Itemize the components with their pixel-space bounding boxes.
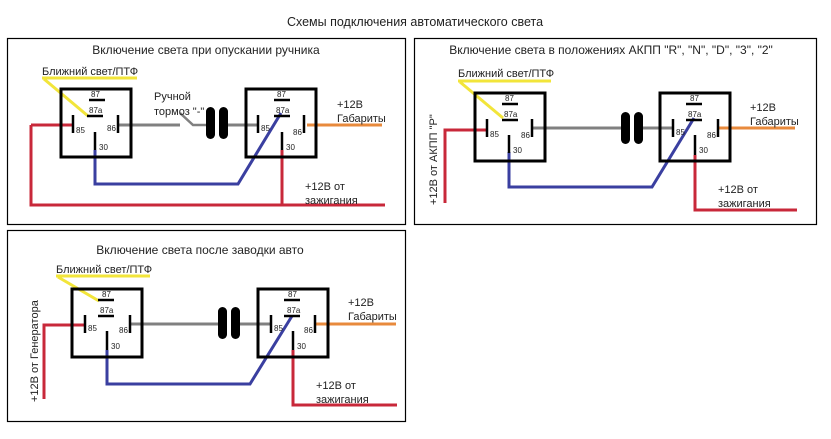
connector-left — [621, 112, 630, 144]
pin-label-87a: 87a — [276, 106, 290, 115]
switch-label-line2: тормоз "-" — [154, 106, 204, 118]
connector-right — [219, 107, 228, 139]
pin-label-87a: 87a — [100, 306, 114, 315]
ignition-label-line1: +12В от — [305, 181, 345, 193]
relay-left: 87 87a 85 86 30 — [473, 91, 547, 163]
pin-label-30: 30 — [699, 146, 708, 155]
output-label-line2: Габариты — [337, 113, 386, 125]
red-wire-ignition — [291, 350, 397, 407]
red-wire-ignition — [29, 125, 385, 207]
ignition-label-line2: зажигания — [305, 195, 358, 207]
ignition-label-line2: зажигания — [718, 198, 771, 210]
red-wire-source — [443, 128, 487, 203]
main-title: Схемы подключения автоматического света — [287, 15, 543, 29]
pin-label-87: 87 — [288, 290, 297, 299]
panel-transmission: Включение света в положениях АКПП "R", "… — [413, 37, 818, 226]
yellow-wire-label: Ближний свет/ПТФ — [458, 68, 554, 80]
pin-label-87a: 87a — [287, 306, 301, 315]
panel-border — [6, 37, 407, 226]
pin-label-86: 86 — [304, 326, 313, 335]
yellow-wire-label: Ближний свет/ПТФ — [42, 66, 138, 78]
relay-body — [59, 87, 133, 159]
pin-label-87: 87 — [91, 90, 100, 99]
panel-border — [6, 229, 407, 423]
blue-wire — [105, 315, 294, 386]
source-label: +12В от Генератора — [29, 299, 41, 402]
pin-label-87: 87 — [277, 90, 286, 99]
pin-label-85: 85 — [88, 324, 97, 333]
pin-label-30: 30 — [111, 342, 120, 351]
relay-left: 87 87a 85 86 30 — [70, 287, 144, 359]
relay-left: 87 87a 85 86 30 — [59, 87, 133, 159]
output-label-line1: +12В — [348, 297, 374, 309]
pin-label-85: 85 — [76, 126, 85, 135]
pin-label-87a: 87a — [504, 110, 518, 119]
pin-label-86: 86 — [119, 326, 128, 335]
connector-right — [231, 307, 240, 339]
blue-wire — [507, 117, 696, 189]
relay-body — [658, 91, 732, 163]
red-wire-ignition — [693, 155, 797, 212]
pin-label-87: 87 — [102, 290, 111, 299]
pin-label-85: 85 — [490, 130, 499, 139]
panel-title: Включение света после заводки авто — [96, 243, 304, 257]
relay-right: 87 87a 85 86 30 — [244, 87, 318, 159]
pin-label-30: 30 — [286, 143, 295, 152]
ignition-label-line1: +12В от — [718, 184, 758, 196]
panel-title: Включение света при опускании ручника — [92, 43, 320, 57]
output-label-line2: Габариты — [348, 311, 397, 323]
pin-label-30: 30 — [513, 146, 522, 155]
pin-label-86: 86 — [107, 124, 116, 133]
pin-label-86: 86 — [521, 131, 530, 140]
pin-label-85: 85 — [274, 324, 283, 333]
pin-label-86: 86 — [707, 131, 716, 140]
relay-body — [70, 287, 144, 359]
red-wire-source — [42, 323, 85, 399]
relay-body — [473, 91, 547, 163]
yellow-wire-label: Ближний свет/ПТФ — [56, 264, 152, 276]
pin-label-87a: 87a — [688, 110, 702, 119]
panel-border — [413, 37, 818, 226]
blue-wire — [93, 112, 283, 186]
switch-label-line1: Ручной — [154, 91, 191, 103]
pin-label-87a: 87a — [89, 106, 103, 115]
output-label-line1: +12В — [337, 99, 363, 111]
pin-label-85: 85 — [676, 128, 685, 137]
output-label-line1: +12В — [750, 102, 776, 114]
connector-right — [634, 112, 643, 144]
relay-body — [244, 87, 318, 159]
yellow-wire-diag — [459, 80, 504, 120]
relay-body — [256, 287, 330, 359]
pin-label-85: 85 — [261, 124, 270, 133]
yellow-wire-diag — [43, 77, 89, 118]
pin-label-86: 86 — [293, 128, 302, 137]
pin-label-30: 30 — [99, 143, 108, 152]
output-label-line2: Габариты — [750, 116, 799, 128]
handbrake-switch — [179, 112, 208, 127]
panel-title: Включение света в положениях АКПП "R", "… — [449, 43, 773, 57]
source-label: +12В от АКПП "P" — [428, 114, 440, 205]
connector-left — [218, 307, 227, 339]
ignition-label-line2: зажигания — [316, 394, 369, 406]
pin-label-87: 87 — [505, 94, 514, 103]
pin-label-87: 87 — [690, 94, 699, 103]
connector-left — [206, 107, 215, 139]
panel-handbrake: Включение света при опускании ручника 87… — [6, 37, 407, 226]
relay-right: 87 87a 85 86 30 — [256, 287, 330, 359]
ignition-label-line1: +12В от — [316, 380, 356, 392]
relay-right: 87 87a 85 86 30 — [658, 91, 732, 163]
pin-label-30: 30 — [297, 342, 306, 351]
panel-engine-start: Включение света после заводки авто 87 87… — [6, 229, 407, 423]
